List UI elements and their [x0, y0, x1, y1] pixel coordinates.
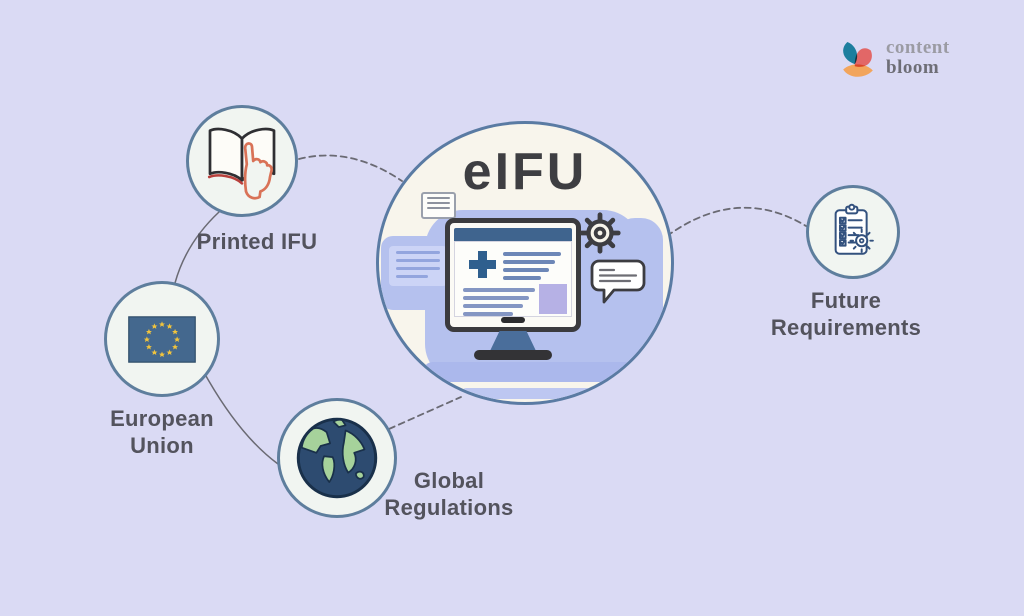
center-title: eIFU [462, 143, 588, 201]
label-global-regulations: Global Regulations [384, 468, 514, 520]
eifu-center-node: eIFU [376, 121, 674, 405]
medical-cross-icon [469, 251, 496, 278]
monitor-notch [501, 317, 525, 323]
node-global-regulations [277, 398, 397, 518]
speech-bubble-icon [590, 259, 646, 304]
gear-icon [579, 212, 621, 254]
label-european-union: European Union [110, 406, 214, 458]
label-future-requirements: Future Requirements [770, 288, 922, 340]
monitor-illustration [445, 218, 581, 360]
text-line [503, 252, 561, 256]
node-printed-ifu [186, 105, 298, 217]
connector-printed-to-center [298, 154, 403, 182]
node-european-union [104, 281, 220, 397]
decor-shadow [461, 388, 605, 399]
monitor-stand-base [474, 350, 552, 360]
content-bloom-logo: content bloom [840, 38, 950, 82]
logo-text-bloom: bloom [886, 57, 940, 78]
globe-icon [296, 417, 378, 499]
clipboard-checklist-gear-icon [834, 203, 874, 255]
open-book-hand-icon [207, 127, 276, 200]
bloom-petals-icon [843, 41, 873, 77]
connector-global-to-center [388, 396, 462, 430]
text-line [463, 288, 535, 292]
text-line [503, 260, 555, 264]
label-printed-ifu: Printed IFU [196, 229, 318, 254]
window-body [454, 241, 572, 317]
connector-eu-to-printed [174, 211, 220, 284]
monitor-frame [445, 218, 581, 332]
decor-blob [613, 218, 663, 382]
image-placeholder [539, 284, 567, 314]
text-line [463, 312, 513, 316]
decor-shadow [423, 362, 635, 382]
note-card-icon [421, 192, 456, 219]
text-line [503, 268, 549, 272]
eu-flag-icon [128, 315, 196, 363]
text-line [463, 304, 523, 308]
text-line [463, 296, 529, 300]
logo-text-content: content [886, 37, 950, 58]
connector-eu-to-global [205, 375, 279, 465]
monitor-stand-neck [489, 331, 537, 353]
window-header-bar [454, 228, 572, 241]
text-line [503, 276, 541, 280]
document-card-icon [389, 246, 447, 286]
monitor-screen [450, 223, 576, 327]
connector-center-to-future [666, 206, 807, 237]
node-future-requirements [806, 185, 900, 279]
logo-wordmark: content bloom [886, 38, 950, 78]
